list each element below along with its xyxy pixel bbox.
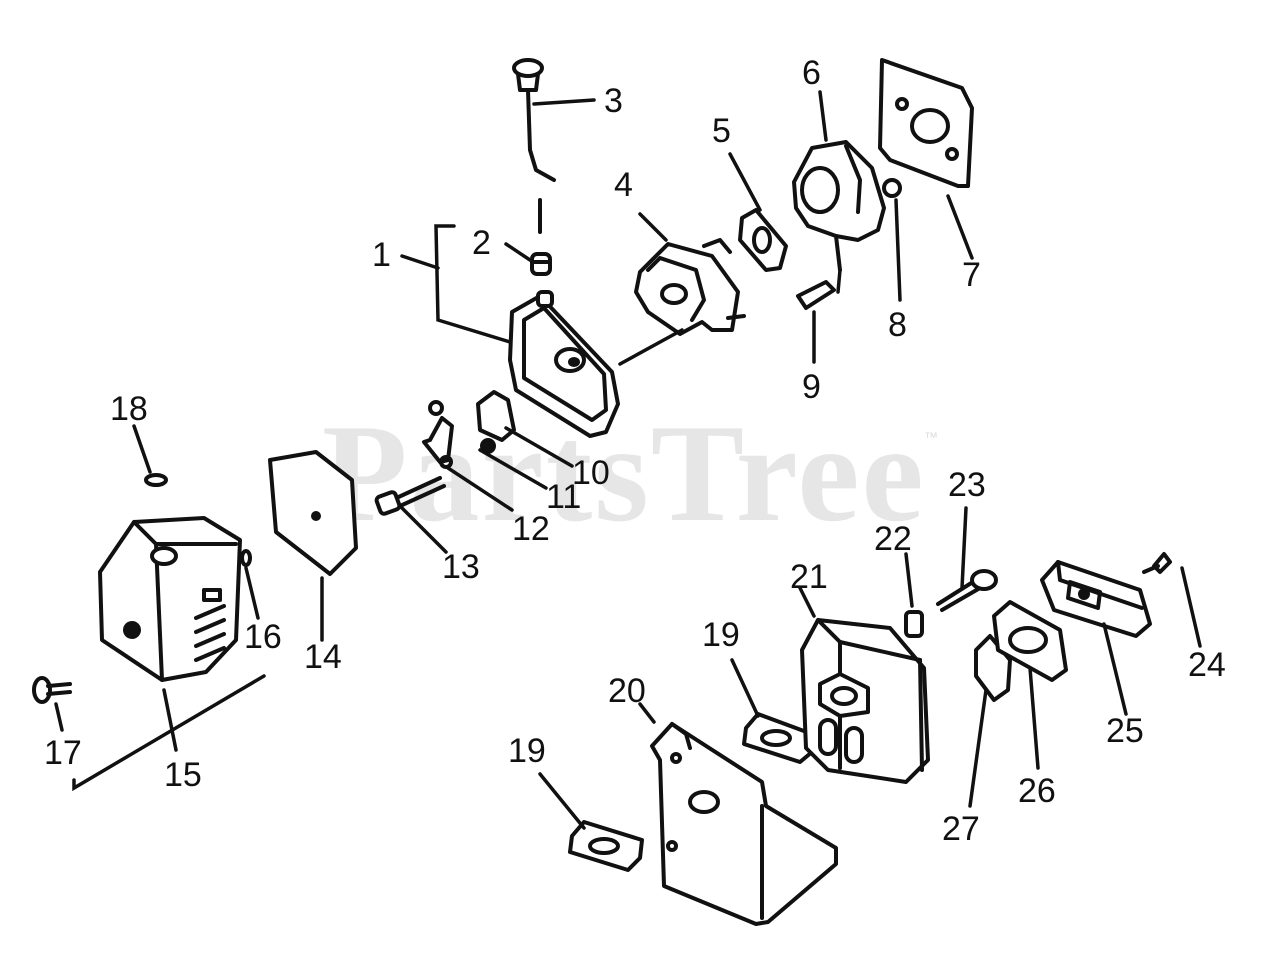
part-muffler bbox=[800, 618, 930, 784]
part-muffler-nut bbox=[904, 610, 924, 638]
callout-labels: 1 2 3 4 5 6 7 8 9 10 11 12 13 14 15 16 1… bbox=[44, 54, 1226, 848]
part-carburetor-gasket bbox=[738, 208, 788, 272]
part-cover-screw bbox=[1142, 552, 1172, 574]
watermark: PartsTree bbox=[322, 396, 926, 551]
callout-15: 15 bbox=[164, 756, 202, 794]
callout-25: 25 bbox=[1106, 712, 1144, 750]
callout-1: 1 bbox=[372, 236, 391, 274]
part-air-filter-cover bbox=[98, 516, 242, 682]
part-muffler-bolt bbox=[936, 569, 998, 612]
part-clamp bbox=[796, 280, 836, 310]
part-nut bbox=[882, 178, 902, 198]
part-choke-rod bbox=[512, 58, 556, 234]
watermark-trademark: ™ bbox=[924, 429, 938, 445]
part-bushing bbox=[530, 252, 552, 276]
part-muffler-cover-gasket bbox=[992, 600, 1068, 682]
leader-lines bbox=[54, 90, 1202, 830]
callout-18: 18 bbox=[110, 390, 148, 428]
callout-19-upper: 19 bbox=[702, 616, 740, 654]
callout-9: 9 bbox=[802, 368, 821, 406]
part-knob-screw bbox=[32, 676, 72, 704]
callout-3: 3 bbox=[604, 82, 623, 120]
part-choke-plate bbox=[476, 390, 516, 442]
callout-7: 7 bbox=[962, 256, 981, 294]
part-insulator-gasket bbox=[878, 58, 974, 188]
part-choke-lever bbox=[422, 400, 454, 469]
callout-22: 22 bbox=[874, 520, 912, 558]
callout-5: 5 bbox=[712, 112, 731, 150]
part-air-filter-element bbox=[268, 450, 358, 576]
part-carburetor bbox=[634, 238, 746, 336]
part-exhaust-gasket-lower bbox=[568, 820, 644, 872]
callout-4: 4 bbox=[614, 166, 633, 204]
part-exhaust-gasket-upper bbox=[742, 712, 814, 764]
callout-12: 12 bbox=[512, 510, 550, 548]
callout-19-lower: 19 bbox=[508, 732, 546, 770]
callout-10: 10 bbox=[572, 454, 610, 492]
callout-17: 17 bbox=[44, 734, 82, 772]
callout-13: 13 bbox=[442, 548, 480, 586]
callout-14: 14 bbox=[304, 638, 342, 676]
part-air-filter-base bbox=[508, 290, 620, 438]
callout-11: 11 bbox=[546, 478, 581, 516]
part-intake-manifold bbox=[792, 140, 886, 272]
callout-23: 23 bbox=[948, 466, 986, 504]
callout-26: 26 bbox=[1018, 772, 1056, 810]
callout-21: 21 bbox=[790, 558, 828, 596]
callout-2: 2 bbox=[472, 224, 491, 262]
callout-16: 16 bbox=[244, 618, 282, 656]
callout-20: 20 bbox=[608, 672, 646, 710]
part-o-ring bbox=[240, 549, 252, 567]
part-muffler-cover bbox=[1040, 560, 1152, 638]
callout-8: 8 bbox=[888, 306, 907, 344]
callout-27: 27 bbox=[942, 810, 980, 848]
part-screw-long bbox=[374, 476, 446, 516]
callout-6: 6 bbox=[802, 54, 821, 92]
part-heat-shield bbox=[650, 722, 838, 926]
callout-24: 24 bbox=[1188, 646, 1226, 684]
part-grommet bbox=[144, 473, 168, 487]
